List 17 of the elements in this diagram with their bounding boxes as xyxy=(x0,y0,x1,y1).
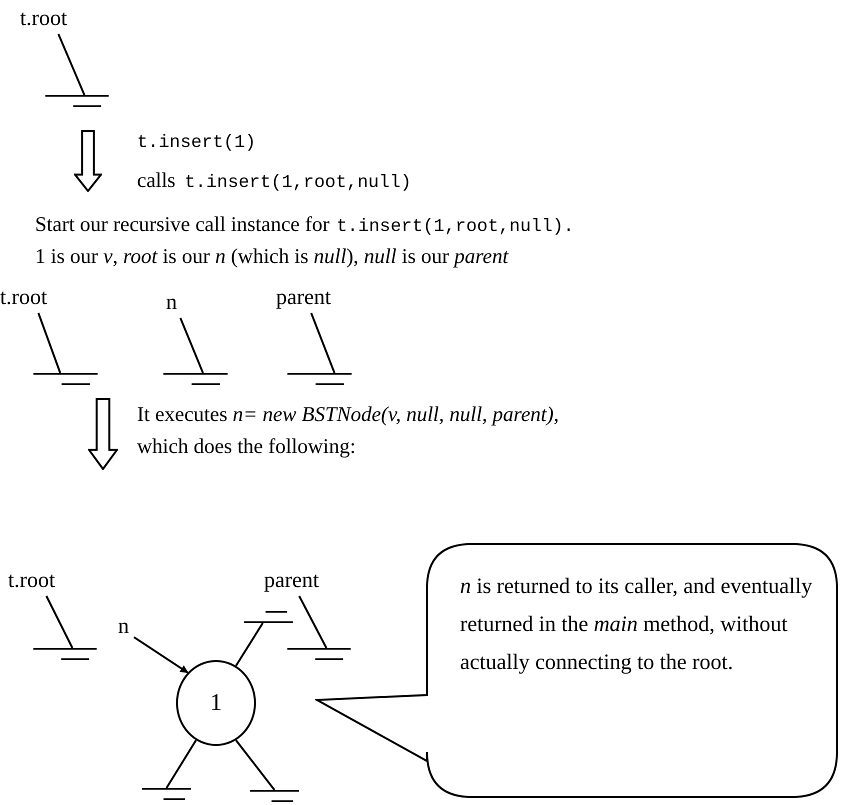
tree-node-circle: 1 xyxy=(176,660,256,746)
code-text: t.insert(1,root,null) xyxy=(184,173,412,193)
body-text: Start our recursive call instance for xyxy=(35,212,330,237)
code-text: t.insert(1) xyxy=(137,133,256,153)
variable-label: n xyxy=(118,612,134,640)
variable-label: parent xyxy=(264,566,328,594)
body-text: calls xyxy=(137,168,176,193)
variable-label: t.root xyxy=(20,4,84,32)
variable-label: t.root xyxy=(8,566,72,594)
variable-label: parent xyxy=(276,283,340,311)
body-text: 1 is our v, root is our n (which is null), null is our parent xyxy=(35,244,508,269)
body-text: It executes n= new BSTNode(v, null, null, parent), which does the following: xyxy=(137,401,560,460)
variable-label: t.root xyxy=(0,283,64,311)
code-text: t.insert(1,root,null). xyxy=(336,217,574,237)
pointer-arrow xyxy=(133,636,188,674)
callout-text: n is returned to its caller, and eventually returned in the main method, without actually connecting to the root. xyxy=(460,572,814,676)
variable-label: n xyxy=(166,288,182,316)
